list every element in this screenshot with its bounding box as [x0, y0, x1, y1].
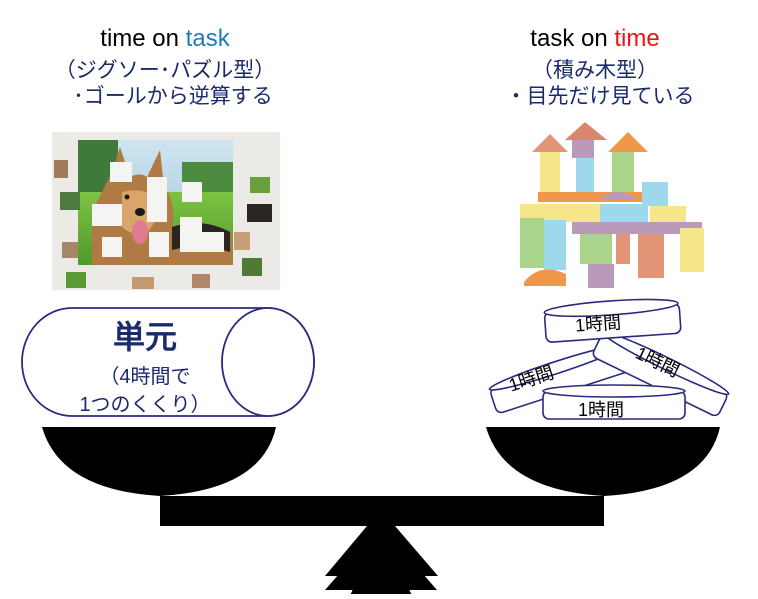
hour-rings-stack	[480, 295, 740, 425]
right-bullet: ・目先だけ見ている	[505, 85, 695, 108]
right-title: task on time	[530, 25, 660, 52]
ring-label-bottom: 1時間	[578, 400, 625, 420]
right-subtitle: （積み木型）	[532, 59, 658, 82]
unit-desc-line1: （4時間で	[99, 366, 191, 388]
ring-label-top: 1時間	[574, 312, 622, 336]
puzzle-illustration-icon	[52, 132, 280, 290]
left-subtitle: （ジグソー･パズル型）	[54, 59, 276, 82]
fulcrum	[325, 526, 438, 576]
cylinder-shape-icon	[21, 307, 315, 417]
left-bullet: ･ゴールから逆算する	[73, 85, 273, 108]
unit-label: 単元	[112, 319, 177, 355]
right-title-accent: time	[614, 25, 660, 52]
balance-scale-icon	[42, 427, 720, 599]
jigsaw-puzzle-dog-image	[52, 132, 280, 290]
unit-desc-line2: 1つのくくり）	[79, 394, 211, 416]
blocks-illustration-icon	[520, 122, 704, 288]
unit-cylinder	[20, 306, 320, 418]
rings-shapes-icon	[488, 298, 730, 420]
left-title-accent: task	[185, 25, 230, 52]
balance-scale	[0, 420, 758, 599]
building-blocks-image	[510, 122, 705, 292]
fulcrum-triangle-icon	[325, 526, 438, 576]
left-title: time on task	[100, 25, 230, 52]
